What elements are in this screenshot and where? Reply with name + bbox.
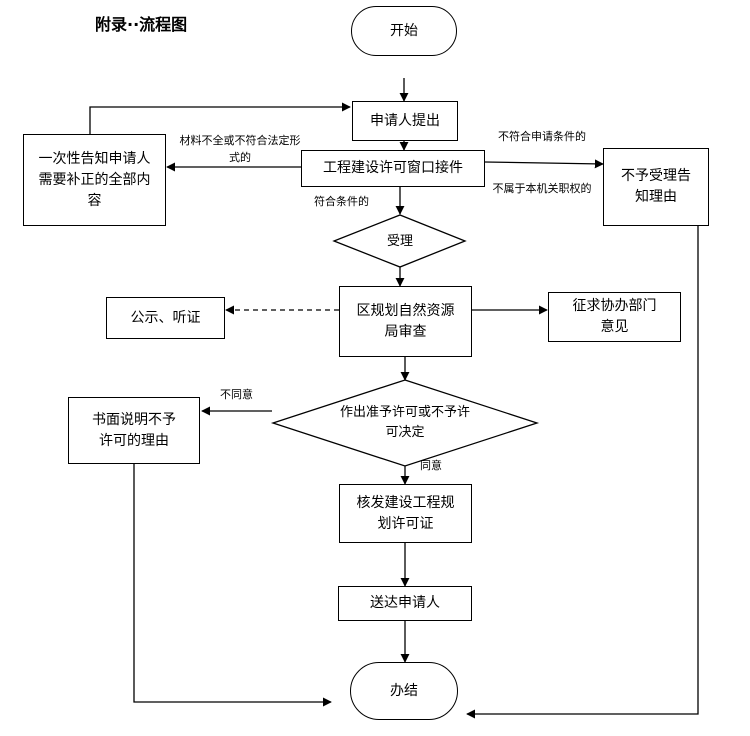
- accept-diamond: [332, 214, 467, 268]
- publicity-node: 公示、听证: [106, 297, 225, 339]
- denial-node: 书面说明不予许可的理由: [68, 397, 200, 464]
- arrow-notify-to-submit: [89, 102, 351, 134]
- notify-label: 一次性告知申请人需要补正的全部内容: [38, 150, 151, 209]
- page-title: 附录··流程图: [95, 15, 188, 34]
- edge-label-not-eligible: 不符合申请条件的: [498, 130, 586, 143]
- end-label: 办结: [390, 682, 418, 699]
- arrow-reject-to-end: [466, 226, 699, 719]
- submit-label: 申请人提出: [370, 112, 440, 129]
- edge-label-eligible: 符合条件的: [314, 195, 369, 208]
- consult-node: 征求协办部门意见: [548, 292, 681, 342]
- consult-label: 征求协办部门意见: [572, 298, 657, 335]
- deliver-node: 送达申请人: [338, 586, 472, 621]
- notify-node: 一次性告知申请人需要补正的全部内容: [23, 134, 166, 226]
- issue-label: 核发建设工程规划许可证: [356, 494, 455, 532]
- edge-label-disagree: 不同意: [220, 388, 253, 401]
- edge-label-incomplete: 材料不全或不符合法定形式的: [179, 134, 301, 165]
- issue-node: 核发建设工程规划许可证: [339, 484, 472, 543]
- start-node: 开始: [351, 6, 457, 56]
- arrow-denial-to-end: [133, 463, 332, 707]
- review-label: 区规划自然资源局审查: [356, 302, 455, 340]
- edge-label-no-jurisdiction: 不属于本机关职权的: [492, 182, 592, 195]
- deliver-label: 送达申请人: [370, 595, 440, 611]
- review-node: 区规划自然资源局审查: [339, 286, 472, 357]
- reject-reason-node: 不予受理告知理由: [603, 148, 709, 226]
- publicity-label: 公示、听证: [130, 309, 201, 326]
- decision-diamond: [270, 379, 540, 467]
- arrow-window-to-reject: [484, 159, 604, 169]
- window-node: 工程建设许可窗口接件: [301, 150, 485, 187]
- start-label: 开始: [390, 22, 418, 39]
- denial-label: 书面说明不予许可的理由: [92, 411, 176, 449]
- reject-reason-label: 不予受理告知理由: [621, 168, 691, 205]
- edge-label-agree: 同意: [420, 459, 442, 472]
- window-label: 工程建设许可窗口接件: [323, 160, 463, 176]
- submit-node: 申请人提出: [352, 101, 458, 141]
- end-node: 办结: [350, 662, 458, 720]
